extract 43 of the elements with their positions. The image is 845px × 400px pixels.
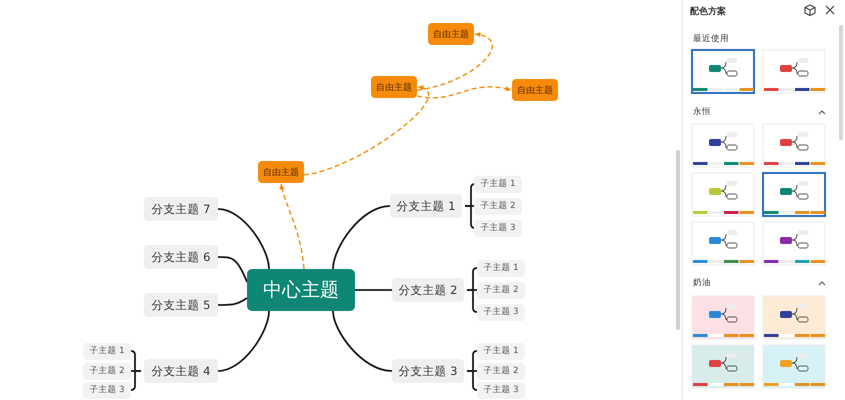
dashed-arrow [304, 86, 430, 176]
branch-topic-box: 分支主题 6 [144, 245, 218, 269]
subtopic-box: 子主题 1 [477, 342, 525, 360]
connector-line [218, 256, 248, 282]
subtopic-box: 子主题 1 [83, 342, 131, 360]
connector-line [465, 205, 476, 229]
floating-topic-box: 自由主题 [428, 23, 474, 45]
panel-title: 配色方案 [690, 5, 726, 18]
subtopic-box: 子主题 3 [474, 220, 522, 236]
subtopic-box: 子主题 3 [477, 382, 525, 398]
floating-topic-box: 自由主题 [512, 79, 558, 101]
connector-line [467, 289, 478, 313]
branch-topic-box: 分支主题 1 [390, 194, 462, 218]
subtopic-box: 子主题 3 [477, 304, 525, 320]
branch-topic-box: 分支主题 7 [144, 197, 218, 221]
floating-topic-box: 自由主题 [258, 161, 304, 183]
section-heading: 奶油 [693, 277, 711, 289]
dashed-arrow [280, 183, 305, 270]
branch-topic-box: 分支主题 4 [144, 359, 218, 383]
section-heading: 最近使用 [693, 33, 729, 45]
subtopic-box: 子主题 2 [474, 198, 522, 214]
subtopic-box: 子主题 2 [477, 362, 525, 380]
subtopic-box: 子主题 2 [83, 362, 131, 380]
floating-topic-box: 自由主题 [371, 76, 417, 98]
connector-line [218, 310, 270, 372]
section-heading: 永恒 [693, 106, 711, 118]
connector-line [130, 370, 141, 391]
central-topic-box: 中心主题 [247, 269, 355, 311]
subtopic-box: 子主题 3 [83, 382, 131, 398]
connector-line [467, 370, 478, 391]
subtopic-box: 子主题 1 [477, 260, 525, 276]
connector-line [332, 310, 392, 372]
branch-topic-box: 分支主题 3 [392, 359, 464, 383]
connector-line [218, 208, 270, 270]
branch-topic-box: 分支主题 5 [144, 293, 218, 317]
connector-line [218, 297, 248, 306]
dashed-arrow [416, 86, 512, 98]
connector-line [332, 205, 390, 270]
subtopic-box: 子主题 2 [477, 282, 525, 298]
branch-topic-box: 分支主题 2 [392, 278, 464, 302]
subtopic-box: 子主题 1 [474, 176, 522, 192]
connector-line [355, 289, 392, 291]
dashed-arrow [416, 32, 493, 91]
